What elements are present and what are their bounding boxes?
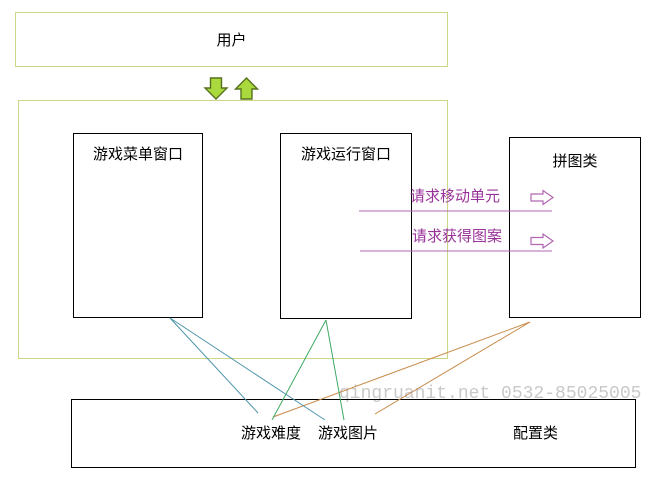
puzzle-class-box: 拼图类: [509, 137, 641, 318]
run-window-label: 游戏运行窗口: [300, 145, 391, 163]
user-box: 用户: [15, 12, 448, 67]
menu-window-box: 游戏菜单窗口: [73, 133, 203, 318]
config-class-label: 配置类: [513, 424, 559, 442]
run-window-box: 游戏运行窗口: [280, 133, 412, 319]
message-get-pattern-label: 请求获得图案: [412, 227, 503, 245]
message-move-unit-label: 请求移动单元: [410, 187, 501, 205]
config-class-box: 游戏难度 游戏图片 配置类: [71, 399, 636, 468]
game-picture-label: 游戏图片: [318, 424, 379, 442]
down-arrow-icon: [203, 77, 229, 100]
user-box-label: 用户: [216, 31, 247, 49]
game-difficulty-label: 游戏难度: [241, 424, 302, 442]
puzzle-class-label: 拼图类: [552, 152, 598, 170]
menu-window-label: 游戏菜单窗口: [92, 145, 183, 163]
up-arrow-icon: [233, 77, 260, 100]
